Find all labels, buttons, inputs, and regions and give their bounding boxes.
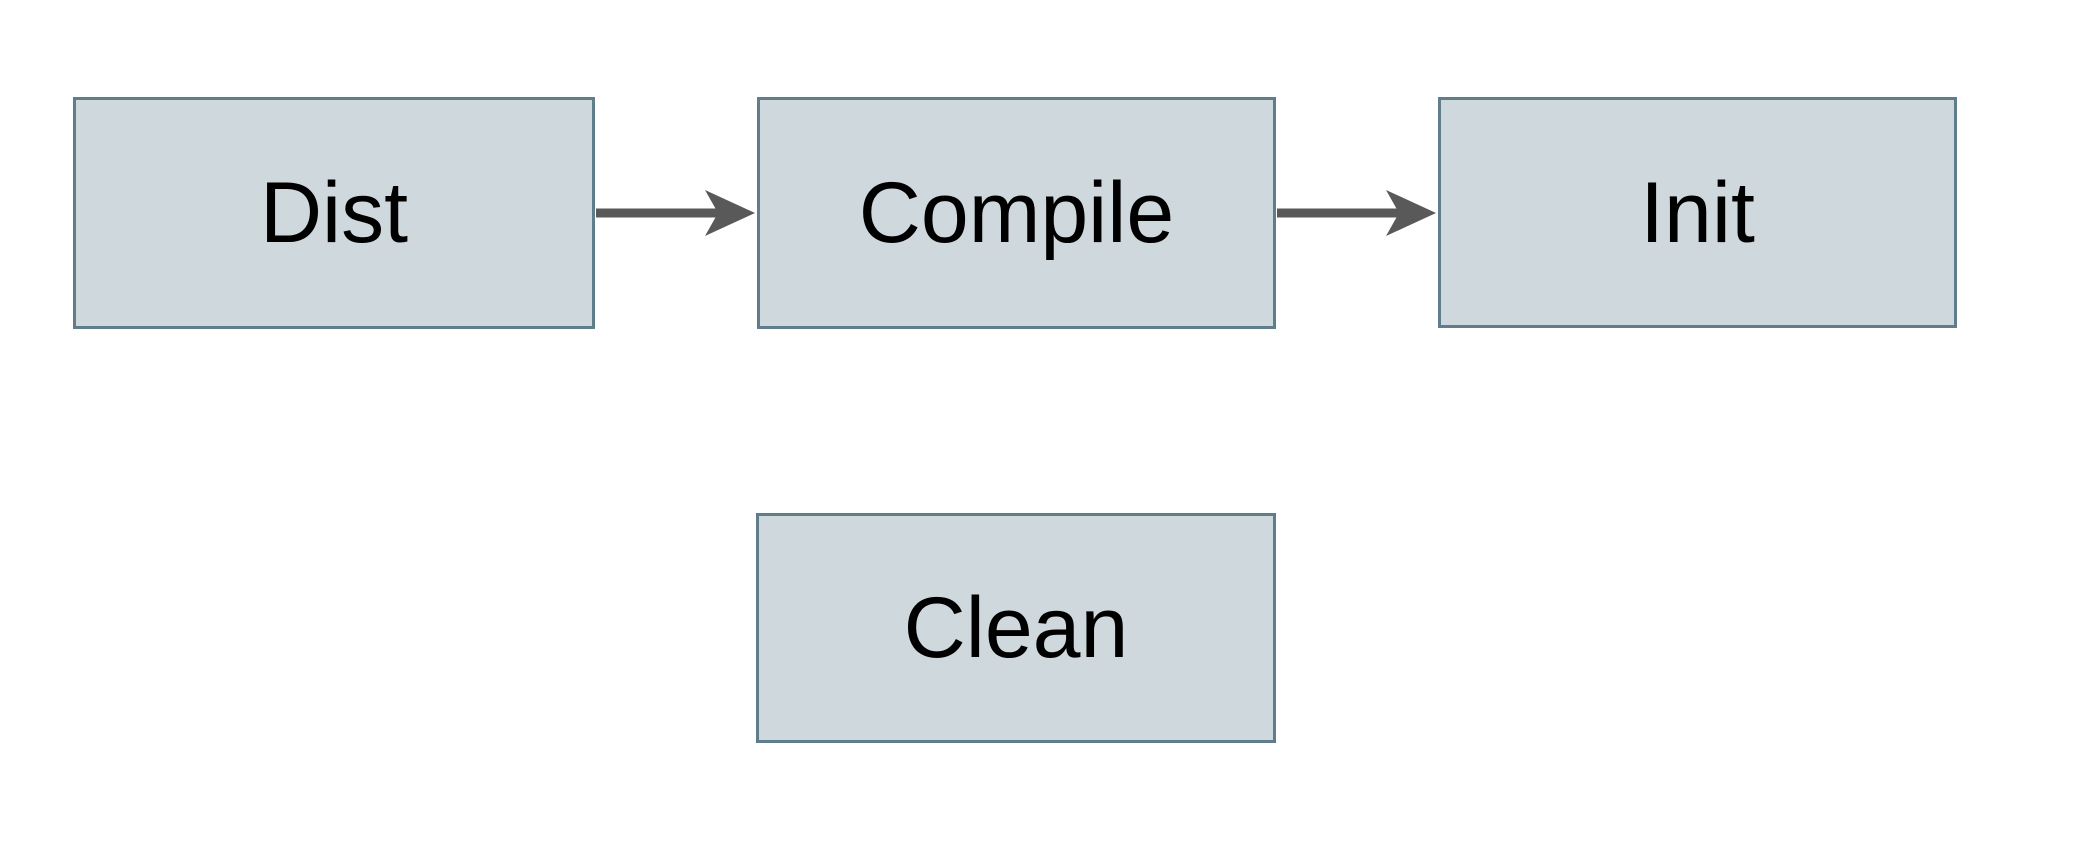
arrow-dist-to-compile	[596, 190, 755, 236]
node-dist-label: Dist	[259, 165, 409, 261]
node-init-label: Init	[1640, 164, 1755, 261]
arrow-head-icon	[1386, 190, 1436, 236]
arrow-head-icon	[705, 190, 755, 236]
node-dist: Dist	[73, 97, 595, 329]
node-clean-label: Clean	[903, 580, 1129, 676]
node-compile-label: Compile	[858, 165, 1175, 261]
node-compile: Compile	[757, 97, 1276, 329]
node-clean: Clean	[756, 513, 1276, 743]
node-init: Init	[1438, 97, 1957, 328]
arrow-compile-to-init	[1277, 190, 1436, 236]
